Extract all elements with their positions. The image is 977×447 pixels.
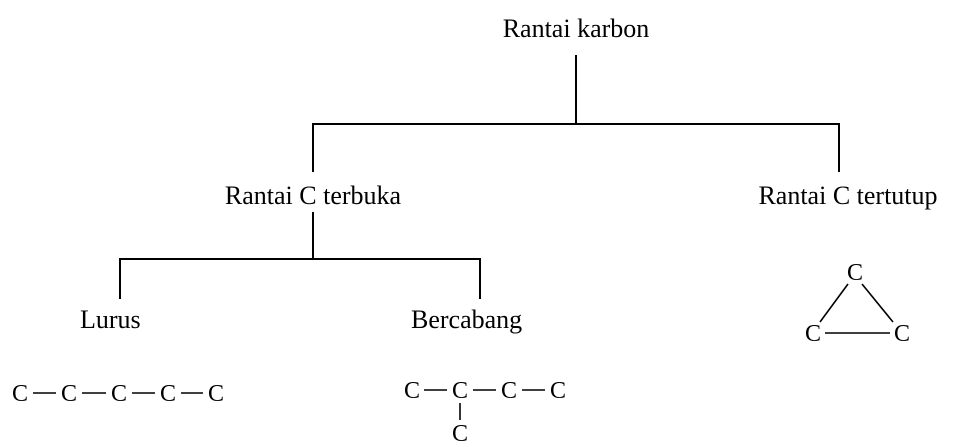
branched-chain-atom: C xyxy=(452,378,468,404)
straight-chain-atom: C xyxy=(208,381,224,407)
root-label: Rantai karbon xyxy=(503,14,650,43)
ring-bond-left xyxy=(819,283,849,323)
closed-chain-label: Rantai C tertutup xyxy=(758,181,937,210)
branched-chain-structure: C C C C C xyxy=(404,378,566,447)
straight-chain-structure: C C C C C xyxy=(12,381,224,407)
straight-chain-atom: C xyxy=(111,381,127,407)
branched-chain-atom: C xyxy=(550,378,566,404)
branched-chain-branch-atom: C xyxy=(452,421,468,447)
tree-connectors xyxy=(119,55,840,299)
straight-chain-atom: C xyxy=(61,381,77,407)
branched-label: Bercabang xyxy=(411,305,522,334)
open-chain-label: Rantai C terbuka xyxy=(225,181,402,210)
straight-chain-atom: C xyxy=(160,381,176,407)
ring-atom-right: C xyxy=(894,321,910,347)
ring-atom-left: C xyxy=(805,321,821,347)
straight-label: Lurus xyxy=(80,305,141,334)
ring-structure: C C C xyxy=(805,260,910,347)
branched-chain-atom: C xyxy=(404,378,420,404)
branched-chain-atom: C xyxy=(501,378,517,404)
straight-chain-atom: C xyxy=(12,381,28,407)
ring-atom-top: C xyxy=(847,260,863,286)
ring-bond-right xyxy=(861,283,894,323)
